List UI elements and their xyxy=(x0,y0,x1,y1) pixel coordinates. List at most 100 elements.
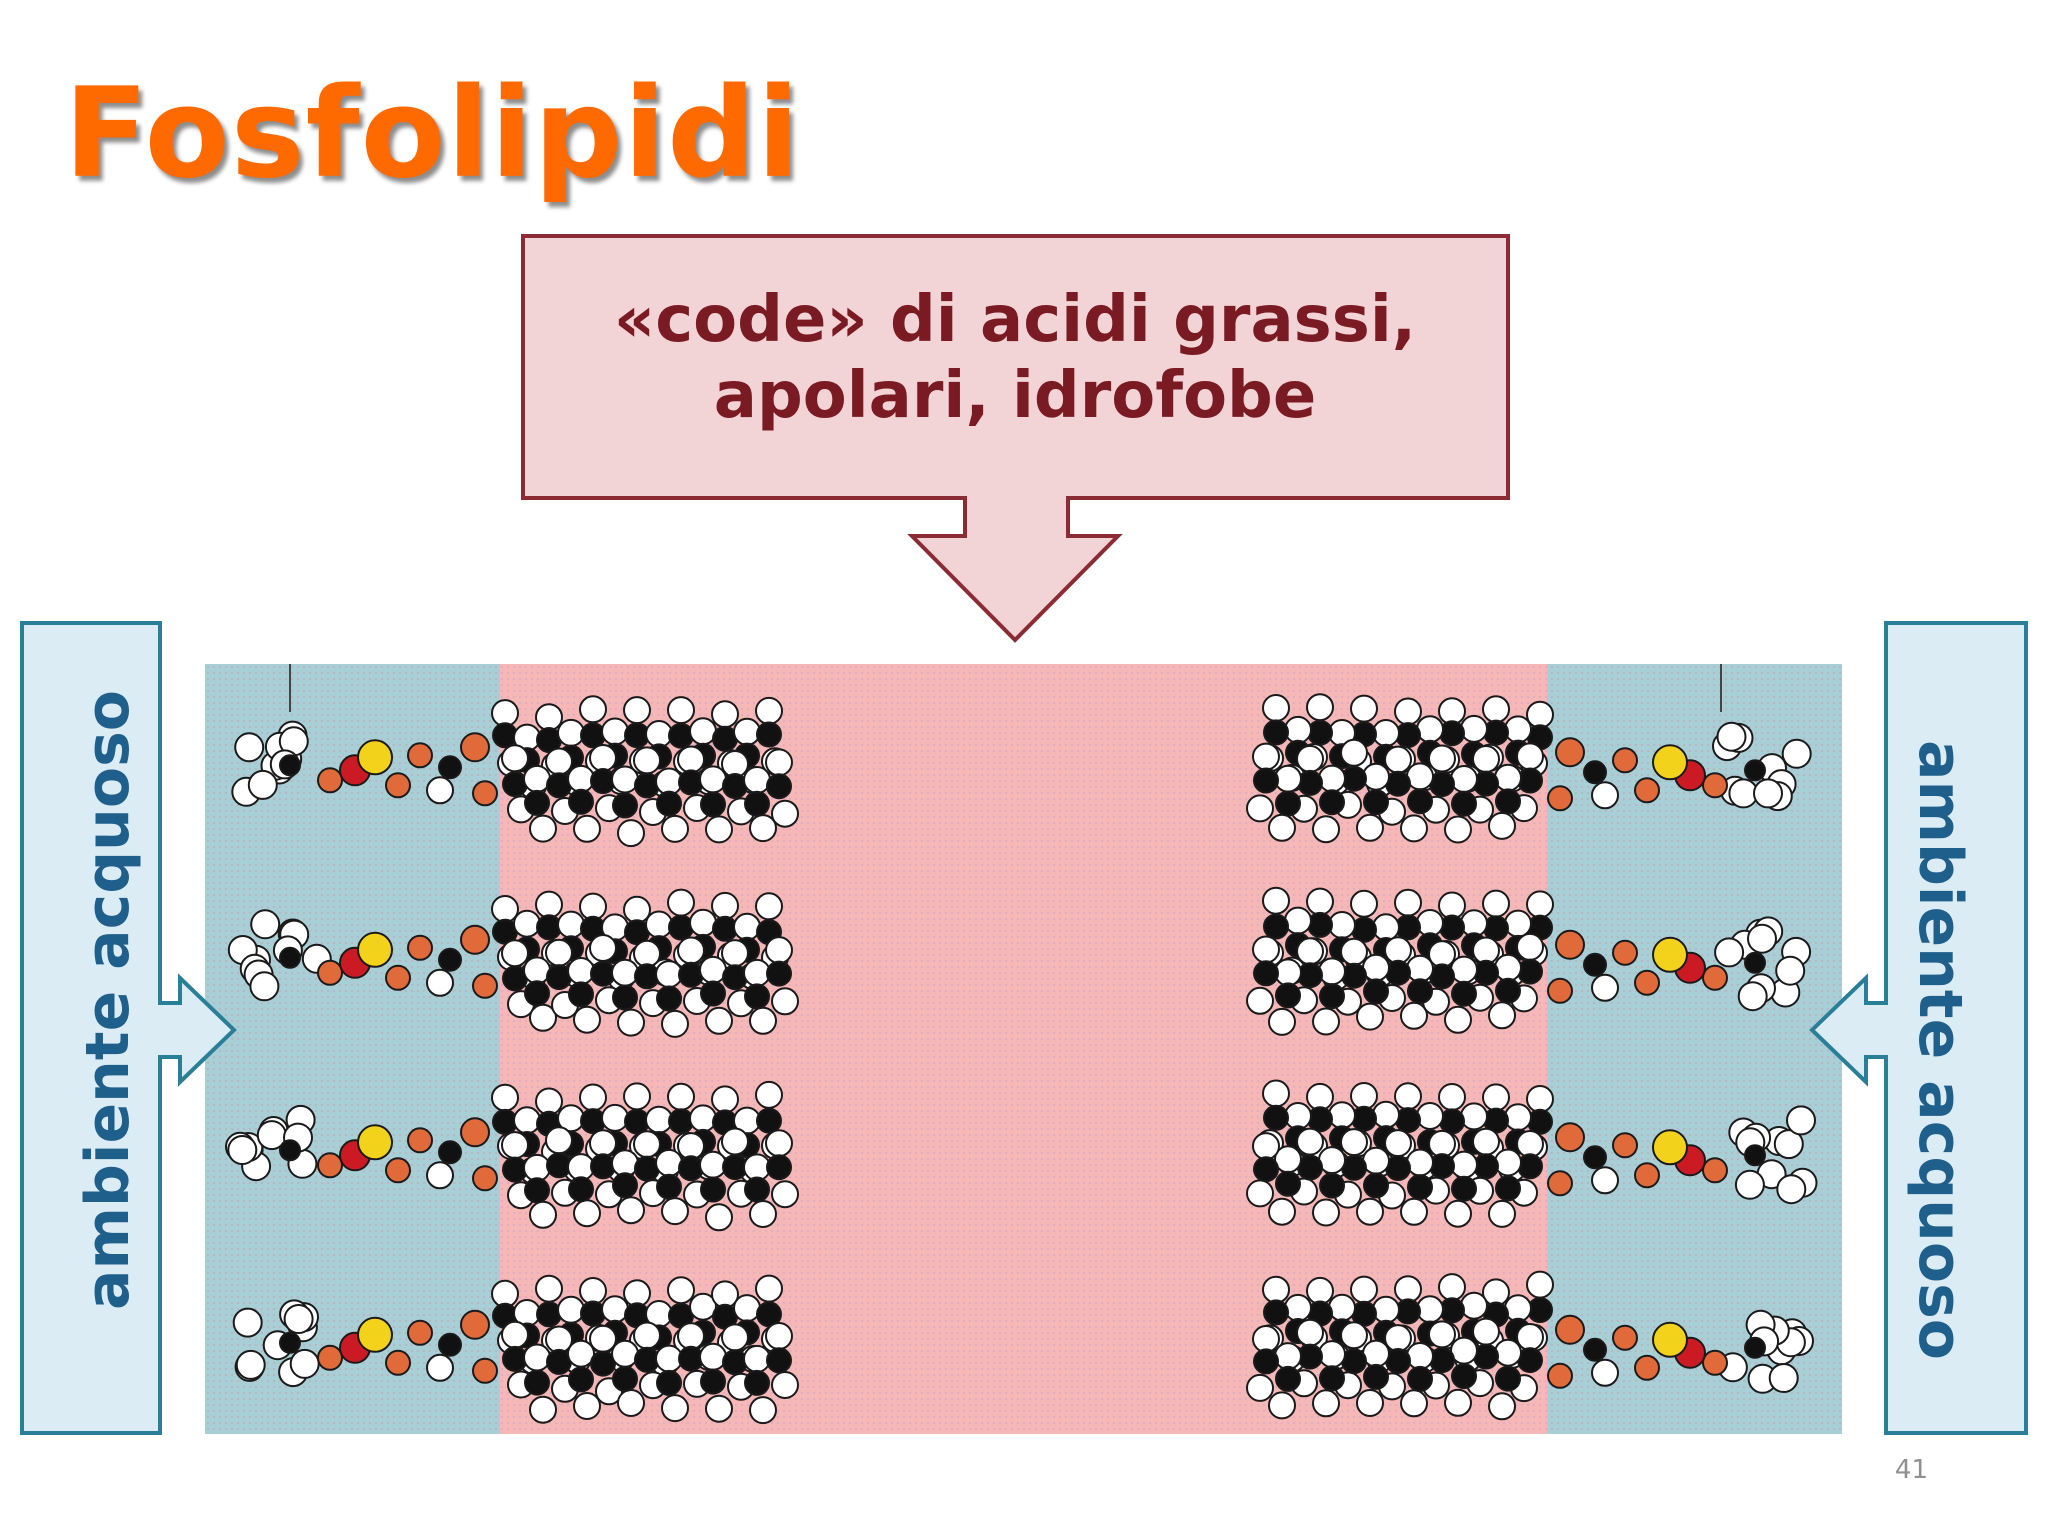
hydrogen-atom xyxy=(645,910,673,939)
hydrogen-atom xyxy=(1296,744,1324,773)
hydrogen-atom xyxy=(1747,923,1777,954)
hydrogen-atom xyxy=(1406,762,1434,791)
right-callout-label: ambiente acquoso xyxy=(1905,739,1975,1361)
hydrogen-atom xyxy=(573,1005,601,1034)
hydrogen-atom xyxy=(1268,813,1296,842)
hydrogen-atom xyxy=(579,892,607,921)
hydrogen-atom xyxy=(1306,693,1334,722)
oxygen-atom xyxy=(385,1157,411,1184)
hydrogen-atom xyxy=(1494,1148,1522,1177)
carbon-atom xyxy=(612,984,638,1011)
hydrogen-atom xyxy=(661,1197,689,1226)
hydrogen-atom xyxy=(617,1389,645,1417)
hydrogen-atom xyxy=(755,696,783,725)
hydrogen-atom xyxy=(1246,986,1274,1015)
hydrogen-atom xyxy=(1340,1128,1368,1157)
hydrogen-atom xyxy=(1340,738,1368,767)
oxygen-atom xyxy=(407,742,433,769)
hydrogen-atom xyxy=(711,700,739,729)
hydrogen-atom xyxy=(655,1148,683,1177)
carbon-atom xyxy=(438,1332,462,1357)
hydrogen-atom xyxy=(1482,889,1510,918)
carbon-atom xyxy=(668,722,694,749)
hydrogen-atom xyxy=(1350,1275,1378,1304)
carbon-atom xyxy=(1744,1336,1766,1359)
carbon-atom xyxy=(1451,980,1477,1007)
oxygen-atom xyxy=(460,1117,490,1148)
carbon-atom xyxy=(722,964,748,991)
carbon-atom xyxy=(1407,978,1433,1005)
carbon-atom xyxy=(1319,983,1345,1010)
hydrogen-atom xyxy=(1428,940,1456,969)
hydrogen-atom xyxy=(1384,1324,1412,1353)
carbon-atom xyxy=(700,1176,726,1203)
oxygen-atom xyxy=(460,924,490,955)
carbon-atom xyxy=(766,1154,792,1181)
carbon-atom xyxy=(668,914,694,941)
hydrogen-atom xyxy=(1494,1338,1522,1367)
carbon-atom xyxy=(1263,913,1289,940)
carbon-atom xyxy=(744,790,770,817)
hydrogen-atom xyxy=(1416,1295,1444,1324)
hydrogen-atom xyxy=(557,1295,585,1324)
hydrogen-atom xyxy=(755,892,783,921)
carbon-atom xyxy=(1407,1174,1433,1201)
hydrogen-atom xyxy=(1428,1129,1456,1158)
hydrogen-atom xyxy=(711,1085,739,1114)
carbon-atom xyxy=(1275,982,1301,1009)
hydrogen-atom xyxy=(1516,1323,1544,1351)
oxygen-atom xyxy=(472,780,498,807)
hydrogen-atom xyxy=(667,696,695,725)
hydrogen-atom xyxy=(589,744,617,772)
hydrogen-atom xyxy=(645,720,673,748)
hydrogen-atom xyxy=(234,732,265,763)
carbon-atom xyxy=(279,1139,301,1162)
hydrogen-atom xyxy=(661,1009,689,1038)
hydrogen-atom xyxy=(661,814,689,843)
hydrogen-atom xyxy=(1400,1197,1428,1226)
hydrogen-atom xyxy=(1262,1275,1290,1304)
carbon-atom xyxy=(744,1176,770,1203)
phosphorus-atom xyxy=(1652,744,1688,781)
hydrogen-atom xyxy=(567,957,595,985)
hydrogen-atom xyxy=(1384,1129,1412,1158)
carbon-atom xyxy=(524,1177,550,1204)
hydrogen-atom xyxy=(535,703,563,732)
hydrogen-atom xyxy=(1362,1146,1390,1175)
phosphorus-atom xyxy=(1652,936,1688,973)
hydrogen-atom xyxy=(601,717,629,746)
hydrogen-atom xyxy=(1460,714,1488,743)
hydrogen-atom xyxy=(426,1353,454,1382)
oxygen-atom xyxy=(1702,1349,1728,1376)
phosphorus-atom xyxy=(357,739,393,776)
hydrogen-atom xyxy=(1356,1389,1384,1417)
hydrogen-atom xyxy=(1284,1102,1312,1130)
hydrogen-atom xyxy=(1460,1102,1488,1131)
hydrogen-atom xyxy=(1340,937,1368,966)
hydrogen-atom xyxy=(771,1180,799,1209)
hydrogen-atom xyxy=(1444,1388,1472,1417)
carbon-atom xyxy=(1275,1365,1301,1392)
hydrogen-atom xyxy=(579,1083,607,1112)
phosphorus-atom xyxy=(1652,1321,1688,1358)
hydrogen-atom xyxy=(501,939,529,968)
hydrogen-atom xyxy=(771,1371,799,1399)
hydrogen-atom xyxy=(545,1126,573,1155)
carbon-atom xyxy=(700,791,726,818)
hydrogen-atom xyxy=(721,1127,749,1156)
oxygen-atom xyxy=(460,732,490,763)
carbon-atom xyxy=(568,1176,594,1203)
hydrogen-atom xyxy=(1504,909,1532,938)
hydrogen-atom xyxy=(1526,700,1554,729)
carbon-atom xyxy=(1517,1153,1543,1180)
carbon-atom xyxy=(756,1107,782,1134)
oxygen-atom xyxy=(472,1165,498,1192)
hydrogen-atom xyxy=(689,908,717,937)
hydrogen-atom xyxy=(1318,957,1346,986)
hydrogen-atom xyxy=(1262,1079,1290,1108)
oxygen-atom xyxy=(407,1319,433,1346)
hydrogen-atom xyxy=(1526,1085,1554,1113)
oxygen-atom xyxy=(317,1152,343,1179)
carbon-atom xyxy=(1263,719,1289,746)
hydrogen-atom xyxy=(1400,814,1428,843)
